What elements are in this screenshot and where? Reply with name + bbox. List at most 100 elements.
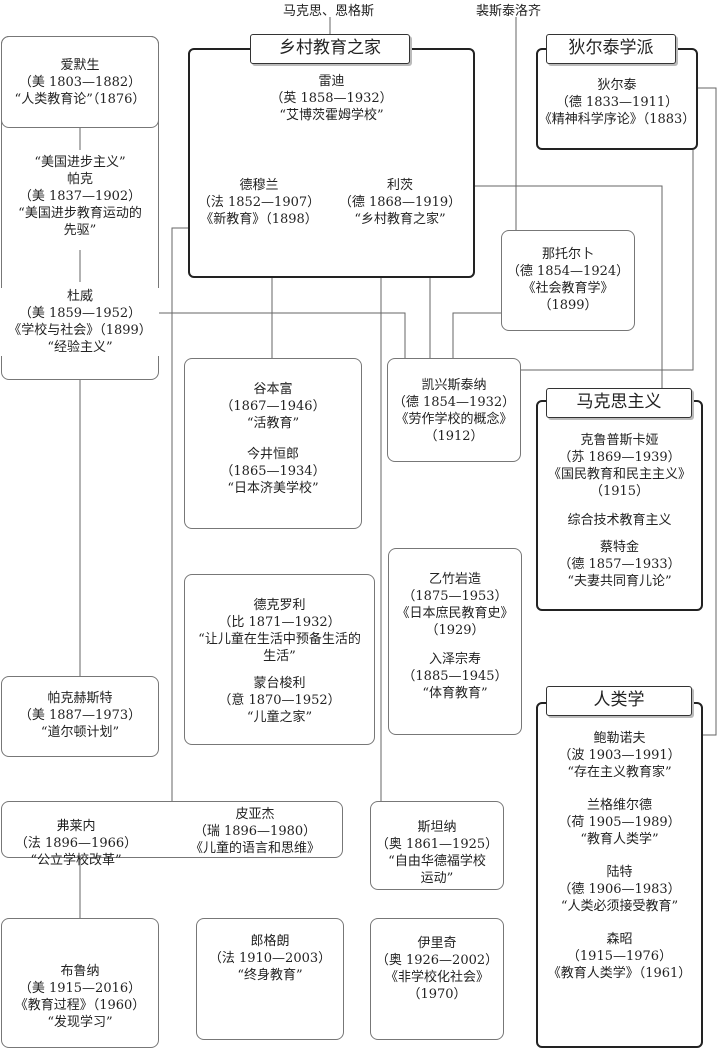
steiner-dates: （奥 1861—1925） xyxy=(375,837,499,852)
dilthey-name: 狄尔泰 xyxy=(597,78,637,93)
roth-work: “人类必须接受教育” xyxy=(560,899,679,914)
steiner-work-2: 运动” xyxy=(420,871,454,886)
node-parker: “美国进步主义” 帕克 （美 1837—1902） “美国进步教育运动的 先驱” xyxy=(1,154,159,239)
node-freinet: 弗莱内 （法 1896—1966） “公立学校改革” xyxy=(6,818,146,869)
krupskaya-name: 克鲁普斯卡娅 xyxy=(580,433,659,448)
parker-dates: （美 1837—1902） xyxy=(18,189,142,204)
tanimoto-name: 谷本富 xyxy=(253,382,293,397)
polytech-education: 综合技术教育主义 xyxy=(567,513,672,528)
roth-name: 陆特 xyxy=(606,865,633,880)
dewey-dates: （美 1859—1952） xyxy=(18,306,142,321)
node-dilthey: 狄尔泰 （德 1833—1911） 《精神科学序论》（1883） xyxy=(536,48,698,150)
lengrand-work: “终身教育” xyxy=(237,968,303,983)
steiner-work-1: “自由华德福学校 xyxy=(388,854,486,869)
node-bruner: 布鲁纳 （美 1915—2016） 《教育过程》（1960） “发现学习” xyxy=(1,918,159,1048)
node-natorp: 那托尔卜 （德 1854—1924） 《社会教育学》 （1899） xyxy=(501,230,635,331)
demolins-dates: （法 1852—1907） xyxy=(197,195,321,210)
montessori-name: 蒙台梭利 xyxy=(253,676,306,691)
irisawa-name: 入泽宗寿 xyxy=(428,652,481,667)
ototake-name: 乙竹岩造 xyxy=(428,572,481,587)
lietz-name: 利茨 xyxy=(386,178,413,193)
dewey-work: 《学校与社会》（1899） xyxy=(8,323,152,338)
natorp-year: （1899） xyxy=(538,298,598,313)
node-emerson-parker: 爱默生 （美 1803—1882） “人类教育论”（1876） xyxy=(1,36,159,128)
school-label-rural: 乡村教育之家 xyxy=(250,34,410,64)
ototake-year: （1929） xyxy=(425,623,485,638)
node-decroly-montessori: 德克罗利 （比 1871—1932） “让儿童在生活中预备生活的 生活” 蒙台梭… xyxy=(184,574,375,745)
top-label-marx-engels: 马克思、恩格斯 xyxy=(283,4,375,19)
parker-name: 帕克 xyxy=(66,172,93,187)
top-label-pestalozzi: 裴斯泰洛齐 xyxy=(476,4,542,19)
tanimoto-work: “活教育” xyxy=(246,416,300,431)
dewey-name: 杜威 xyxy=(66,289,93,304)
parker-movement: “美国进步主义” xyxy=(34,155,126,170)
node-parkhurst: 帕克赫斯特 （美 1887—1973） “道尔顿计划” xyxy=(1,676,159,757)
lietz-work: “乡村教育之家” xyxy=(354,212,446,227)
kerschensteiner-name: 凯兴斯泰纳 xyxy=(421,378,487,393)
kerschensteiner-year: （1912） xyxy=(424,429,484,444)
parkhurst-dates: （美 1887—1973） xyxy=(18,708,142,723)
node-tanimoto-imai: 谷本富 （1867—1946） “活教育” 今井恒郎 （1865—1934） “… xyxy=(184,358,362,529)
node-anthropology: 鲍勒诺夫 （波 1903—1991） “存在主义教育家” 兰格维尔德 （荷 19… xyxy=(536,702,703,1048)
langeveld-dates: （荷 1905—1989） xyxy=(558,815,681,830)
bruner-dates: （美 1915—2016） xyxy=(18,981,142,996)
node-left-column xyxy=(1,36,159,380)
bruner-name: 布鲁纳 xyxy=(60,964,100,979)
freinet-work: “公立学校改革” xyxy=(30,853,122,868)
parker-title-2: 先驱” xyxy=(63,223,97,238)
lengrand-dates: （法 1910—2003） xyxy=(208,951,332,966)
node-marxism: 克鲁普斯卡娅 （苏 1869—1939） 《国民教育和民主主义》 （1915） … xyxy=(536,400,703,611)
irisawa-dates: （1885—1945） xyxy=(402,669,508,684)
node-lietz: 利茨 （德 1868—1919） “乡村教育之家” xyxy=(332,177,468,228)
roth-dates: （德 1906—1983） xyxy=(558,882,681,897)
reddie-work: “艾博茨霍姆学校” xyxy=(279,108,384,123)
reddie-name: 雷迪 xyxy=(318,74,345,89)
bollnow-name: 鲍勒诺夫 xyxy=(593,731,646,746)
emerson-work: “人类教育论”（1876） xyxy=(14,92,146,107)
imai-work: “日本济美学校” xyxy=(227,481,319,496)
natorp-work: 《社会教育学》 xyxy=(522,281,614,296)
node-ototake-irisawa: 乙竹岩造 （1875—1953） 《日本庶民教育史》 （1929） 入泽宗寿 （… xyxy=(388,548,522,735)
node-illich: 伊里奇 （奥 1926—2002） 《非学校化社会》 （1970） xyxy=(370,918,504,1040)
bollnow-dates: （波 1903—1991） xyxy=(558,748,681,763)
school-label-anthropology: 人类学 xyxy=(546,686,692,716)
krupskaya-dates: （苏 1869—1939） xyxy=(558,450,681,465)
node-lengrand: 郎格朗 （法 1910—2003） “终身教育” xyxy=(196,918,344,1040)
emerson-dates: （美 1803—1882） xyxy=(18,75,142,90)
decroly-idea-1: “让儿童在生活中预备生活的 xyxy=(198,632,361,647)
piaget-work: 《儿童的语言和思维》 xyxy=(189,841,320,856)
lietz-dates: （德 1868—1919） xyxy=(338,195,462,210)
piaget-name: 皮亚杰 xyxy=(235,807,275,822)
kerschensteiner-dates: （德 1854—1932） xyxy=(392,395,516,410)
imai-name: 今井恒郎 xyxy=(246,447,299,462)
dilthey-dates: （德 1833—1911） xyxy=(555,95,679,110)
illich-name: 伊里奇 xyxy=(417,936,457,951)
school-label-marxism: 马克思主义 xyxy=(546,388,692,418)
lengrand-name: 郎格朗 xyxy=(250,934,290,949)
node-freinet-piaget xyxy=(1,801,343,858)
irisawa-work: “体育教育” xyxy=(422,686,488,701)
decroly-dates: （比 1871—1932） xyxy=(218,615,341,630)
dilthey-work: 《精神科学序论》（1883） xyxy=(538,112,696,127)
demolins-name: 德穆兰 xyxy=(239,178,279,193)
node-rural-education: 雷迪 （英 1858—1932） “艾博茨霍姆学校” xyxy=(188,48,475,278)
parker-title-1: “美国进步教育运动的 xyxy=(18,206,142,221)
reddie-dates: （英 1858—1932） xyxy=(270,91,393,106)
freinet-dates: （法 1896—1966） xyxy=(14,836,138,851)
ototake-dates: （1875—1953） xyxy=(402,589,508,604)
kerschensteiner-work: 《劳作学校的概念》 xyxy=(395,412,513,427)
zetkin-work: “夫妻共同育儿论” xyxy=(567,574,672,589)
illich-year: （1970） xyxy=(407,987,467,1002)
langeveld-work: “教育人类学” xyxy=(580,832,659,847)
demolins-work: 《新教育》（1898） xyxy=(200,212,318,227)
node-piaget: 皮亚杰 （瑞 1896—1980） 《儿童的语言和思维》 xyxy=(170,806,340,857)
zetkin-name: 蔡特金 xyxy=(599,540,639,555)
emerson-name: 爱默生 xyxy=(60,58,100,73)
piaget-dates: （瑞 1896—1980） xyxy=(193,824,317,839)
node-demolins: 德穆兰 （法 1852—1907） 《新教育》（1898） xyxy=(196,177,322,228)
freinet-name: 弗莱内 xyxy=(56,819,96,834)
node-kerschensteiner: 凯兴斯泰纳 （德 1854—1932） 《劳作学校的概念》 （1912） xyxy=(387,358,521,462)
parkhurst-work: “道尔顿计划” xyxy=(40,725,120,740)
school-label-dilthey: 狄尔泰学派 xyxy=(546,34,676,64)
krupskaya-work: 《国民教育和民主主义》 xyxy=(547,467,691,482)
